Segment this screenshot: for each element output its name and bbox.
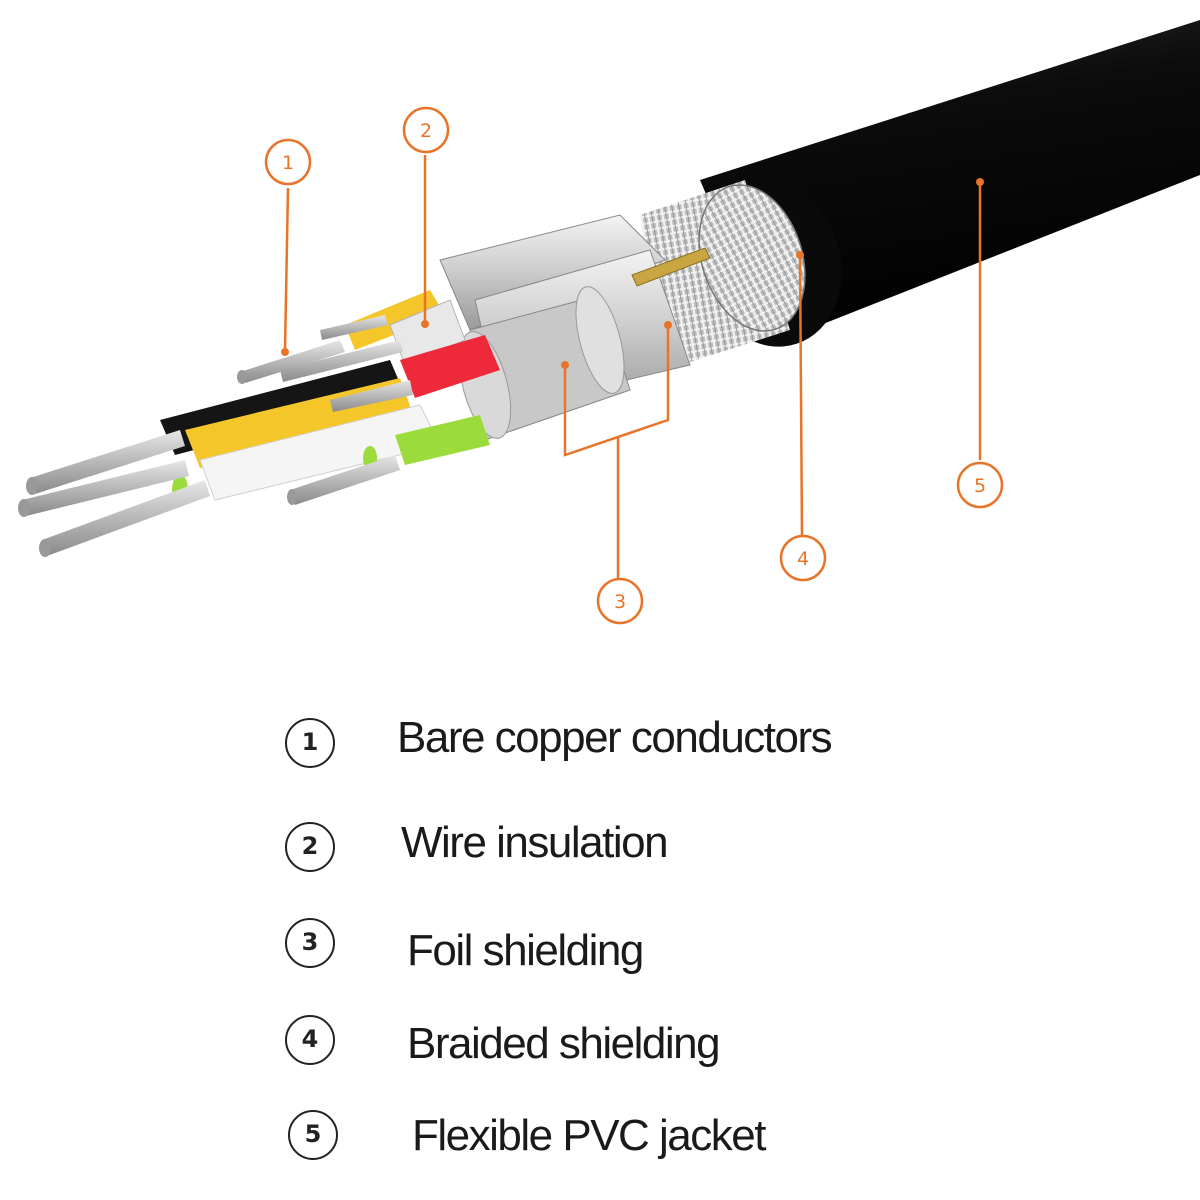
leader-dots [281,178,984,369]
callout-4-number: 4 [797,548,809,570]
bare-copper-strands [18,315,413,557]
braided-shield [640,180,806,370]
callout-1-number: 1 [282,152,294,174]
callout-2-number: 2 [420,120,432,142]
callout-5: 5 [956,461,1004,509]
foil-shielded-pairs [439,214,711,441]
callout-1: 1 [264,138,312,186]
leader-lines [283,155,982,578]
callout-3-number: 3 [614,591,626,613]
callout-2: 2 [402,106,450,154]
insulated-wires [160,290,500,506]
callout-3: 3 [596,577,644,625]
callout-5-number: 5 [974,475,986,497]
callout-4: 4 [779,534,827,582]
